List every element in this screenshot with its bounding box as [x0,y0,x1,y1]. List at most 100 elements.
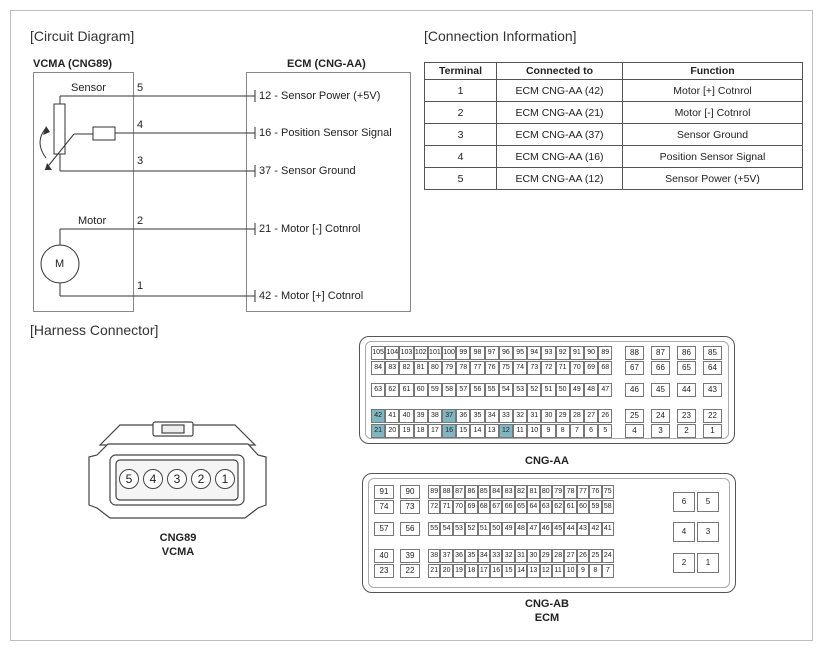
table-cell: ECM CNG-AA (37) [496,123,623,146]
vcma-pin-2: 2 [137,215,144,227]
ecm-terminal-21: 21 - Motor [-] Cotnrol [259,223,361,235]
terminal-cell-94: 94 [527,346,542,360]
terminal-cell-21: 21 [428,564,441,578]
terminal-cell-37: 37 [440,549,453,563]
terminal-cell-86: 86 [465,485,478,499]
terminal-cell-63: 63 [371,383,386,397]
terminal-cell-32: 32 [513,409,528,423]
terminal-cell-51: 51 [477,522,490,536]
terminal-cell-41: 41 [385,409,400,423]
terminal-cell-15: 15 [456,424,471,438]
connection-table: Terminal Connected to Function 1 ECM CNG… [424,62,803,190]
terminal-cell-29: 29 [555,409,570,423]
terminal-cell-19: 19 [452,564,466,578]
terminal-cell-36: 36 [456,409,471,423]
terminal-cell-95: 95 [513,346,528,360]
terminal-cell-99: 99 [456,346,471,360]
terminal-cell-41: 41 [601,522,614,536]
terminal-cell-50: 50 [490,522,503,536]
terminal-cell-30: 30 [541,409,556,423]
terminal-cell-3: 3 [651,424,670,438]
cng-aa-caption: CNG-AA [525,455,569,467]
terminal-cell-82: 82 [514,485,528,499]
terminal-cell-13: 13 [527,564,540,578]
terminal-cell-90: 90 [584,346,599,360]
connection-info-heading: [Connection Information] [424,28,577,44]
table-cell: Motor [+] Cotnrol [622,79,803,102]
terminal-cell-40: 40 [374,549,394,563]
terminal-cell-1: 1 [703,424,722,438]
terminal-cell-16: 16 [442,424,457,438]
terminal-cell-73: 73 [527,361,542,375]
terminal-cell-5: 5 [697,492,719,512]
terminal-cell-84: 84 [490,485,503,499]
terminal-cell-72: 72 [428,500,441,514]
terminal-cell-7: 7 [569,424,584,438]
terminal-cell-14: 14 [514,564,528,578]
table-cell: 3 [424,123,497,146]
terminal-cell-44: 44 [564,522,577,536]
ecm-terminal-16: 16 - Position Sensor Signal [259,127,392,139]
terminal-cell-37: 37 [442,409,457,423]
terminal-cell-32: 32 [502,549,515,563]
cng89-caption: CNG89 [159,532,197,544]
terminal-cell-8: 8 [589,564,602,578]
terminal-cell-48: 48 [514,522,528,536]
terminal-cell-9: 9 [576,564,590,578]
terminal-cell-65: 65 [677,361,696,375]
terminal-cell-23: 23 [677,409,696,423]
terminal-cell-100: 100 [442,346,457,360]
terminal-cell-81: 81 [413,361,428,375]
terminal-cell-2: 2 [677,424,696,438]
terminal-cell-83: 83 [502,485,515,499]
terminal-cell-69: 69 [465,500,478,514]
terminal-cell-33: 33 [498,409,513,423]
terminal-cell-1: 1 [697,553,719,573]
terminal-cell-47: 47 [527,522,540,536]
table-row: 4 ECM CNG-AA (16) Position Sensor Signal [424,145,803,168]
terminal-cell-28: 28 [552,549,565,563]
terminal-cell-85: 85 [477,485,490,499]
terminal-cell-54: 54 [440,522,453,536]
terminal-cell-16: 16 [490,564,503,578]
terminal-cell-52: 52 [527,383,542,397]
sensor-wiper [44,133,75,171]
ecm-terminal-37: 37 - Sensor Ground [259,165,356,177]
terminal-cell-17: 17 [477,564,490,578]
terminal-cell-77: 77 [576,485,590,499]
terminal-cell-27: 27 [584,409,599,423]
terminal-cell-49: 49 [569,383,584,397]
terminal-cell-43: 43 [576,522,590,536]
terminal-cell-90: 90 [400,485,420,499]
terminal-cell-66: 66 [651,361,670,375]
terminal-cell-64: 64 [527,500,540,514]
terminal-cell-49: 49 [502,522,515,536]
terminal-cell-84: 84 [371,361,386,375]
table-cell: ECM CNG-AA (16) [496,145,623,168]
terminal-cell-21: 21 [371,424,386,438]
terminal-cell-10: 10 [527,424,542,438]
terminal-cell-63: 63 [539,500,552,514]
terminal-cell-55: 55 [484,383,499,397]
circuit-diagram-heading: [Circuit Diagram] [30,28,135,44]
motor-m-glyph: M [55,258,65,270]
terminal-cell-2: 2 [673,553,695,573]
table-cell: ECM CNG-AA (12) [496,167,623,190]
terminal-cell-15: 15 [502,564,515,578]
terminal-cell-48: 48 [584,383,599,397]
terminal-cell-79: 79 [442,361,457,375]
terminal-cell-46: 46 [625,383,644,397]
terminal-cell-88: 88 [625,346,644,360]
terminal-cell-89: 89 [428,485,441,499]
table-header-row: Terminal Connected to Function [424,62,803,80]
terminal-cell-96: 96 [498,346,513,360]
terminal-cell-39: 39 [400,549,420,563]
terminal-cell-60: 60 [413,383,428,397]
table-cell: Motor [-] Cotnrol [622,101,803,124]
terminal-cell-64: 64 [703,361,722,375]
terminal-cell-102: 102 [413,346,428,360]
terminal-cell-54: 54 [498,383,513,397]
terminal-cell-6: 6 [584,424,599,438]
terminal-cell-59: 59 [427,383,442,397]
table-row: 2 ECM CNG-AA (21) Motor [-] Cotnrol [424,101,803,124]
